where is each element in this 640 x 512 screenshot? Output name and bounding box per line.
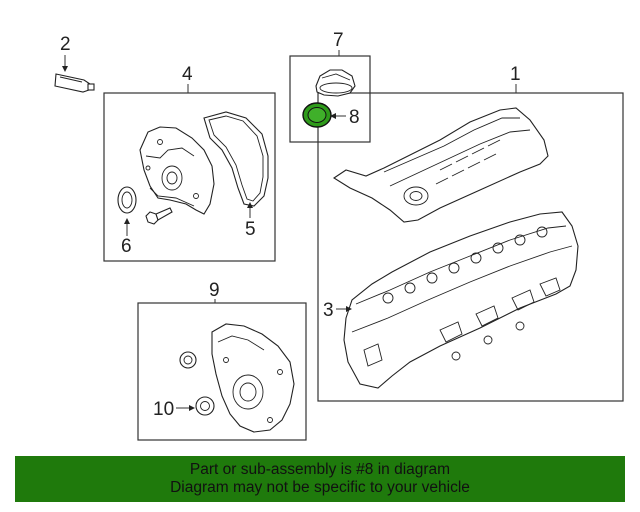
oil-filler-cap-part (315, 69, 356, 97)
callout-8: 8 (349, 107, 360, 128)
sealant-tube-part (54, 73, 95, 93)
group-box-rear-cover (137, 302, 307, 441)
group-box-cylinder-head (317, 92, 624, 402)
valve-cover-part (332, 107, 549, 223)
bolt-part (145, 207, 173, 225)
callout-5: 5 (245, 219, 256, 240)
group-box-oil-cap (289, 55, 371, 143)
parts-diagram: 2 4 5 6 7 (54, 30, 624, 441)
shaft-seal-part (195, 396, 215, 416)
info-banner: Part or sub-assembly is #8 in diagram Di… (15, 456, 625, 502)
callout-7: 7 (333, 30, 344, 51)
group-box-timing-cover (103, 92, 276, 262)
rear-cover-part (211, 323, 295, 433)
cylinder-head-part (343, 211, 579, 389)
timing-cover-part (139, 126, 215, 215)
callout-9: 9 (209, 280, 220, 301)
plug-seal-part (179, 351, 197, 369)
callout-6: 6 (121, 236, 132, 257)
callout-1: 1 (510, 64, 521, 85)
banner-line-2: Diagram may not be specific to your vehi… (170, 479, 470, 496)
seal-ring-part (117, 186, 137, 214)
cover-gasket-part (203, 111, 269, 207)
oil-cap-seal-part (302, 102, 332, 128)
banner-line-1: Part or sub-assembly is #8 in diagram (189, 461, 451, 478)
callout-4: 4 (182, 64, 193, 85)
callout-2: 2 (60, 34, 71, 55)
callout-3: 3 (323, 300, 334, 321)
callout-10: 10 (153, 399, 174, 420)
